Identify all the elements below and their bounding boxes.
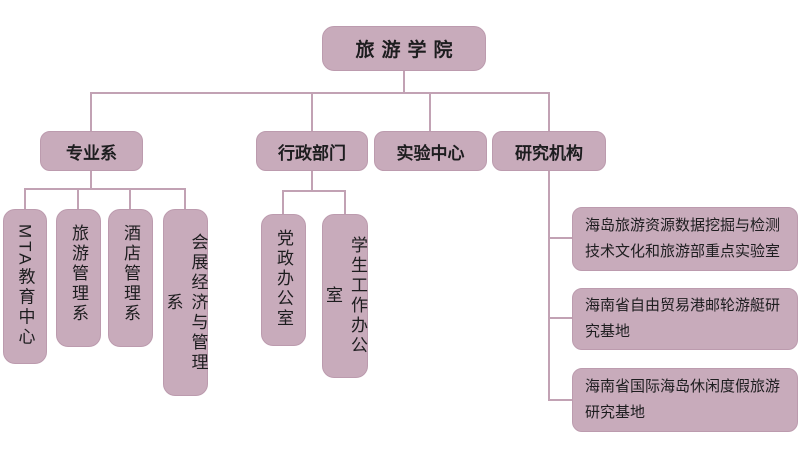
connector-line <box>282 190 346 192</box>
connector-line <box>429 92 431 131</box>
connector-line <box>129 188 131 209</box>
department-node-label: 酒店管理系 <box>121 224 140 324</box>
branch-node-label: 研究机构 <box>515 143 583 163</box>
branch-node-label: 实验中心 <box>396 143 465 163</box>
root-node-label: 旅游学院 <box>355 40 460 61</box>
research-node-label: 海南省自由贸易港邮轮游艇研 究基地 <box>585 297 781 340</box>
research-node-label: 海岛旅游资源数据挖掘与检测 技术文化和旅游部重点实验室 <box>585 217 781 260</box>
connector-line <box>548 317 572 319</box>
department-node-mta-education-center: MTA教育中心 <box>3 209 47 364</box>
connector-line <box>548 399 572 401</box>
office-node-label: 党政办公室 <box>274 229 293 329</box>
connector-line <box>90 92 92 131</box>
connector-line <box>90 92 550 94</box>
branch-node-research-institutions: 研究机构 <box>492 131 606 171</box>
branch-node-label: 行政部门 <box>278 143 346 163</box>
connector-line <box>90 171 92 190</box>
connector-line <box>344 190 346 214</box>
department-node-label: MTA教育中心 <box>15 224 35 348</box>
department-node-hotel-management: 酒店管理系 <box>108 209 153 347</box>
department-node-label: 旅游管理系 <box>69 224 88 324</box>
branch-node-administrative-departments: 行政部门 <box>256 131 368 171</box>
connector-line <box>548 237 572 239</box>
department-node-tourism-management: 旅游管理系 <box>56 209 101 347</box>
office-node-party-admin-office: 党政办公室 <box>261 214 306 346</box>
connector-line <box>403 71 405 92</box>
connector-line <box>311 92 313 131</box>
connector-line <box>548 92 550 131</box>
connector-line <box>77 188 79 209</box>
branch-node-label: 专业系 <box>66 143 117 163</box>
department-node-mice-economy-management: 会展经济与管理系 <box>163 209 208 396</box>
connector-line <box>282 190 284 214</box>
connector-line <box>24 188 186 190</box>
branch-node-professional-departments: 专业系 <box>40 131 143 171</box>
connector-line <box>184 188 186 209</box>
department-node-label: 会展经济与管理系 <box>163 232 208 373</box>
root-node-college: 旅游学院 <box>322 26 486 71</box>
connector-line <box>548 171 550 401</box>
branch-node-experiment-center: 实验中心 <box>374 131 487 171</box>
connector-line <box>311 171 313 192</box>
office-node-label: 学生工作办公室 <box>323 236 367 356</box>
office-node-student-affairs-office: 学生工作办公室 <box>322 214 368 378</box>
research-node-key-laboratory: 海岛旅游资源数据挖掘与检测 技术文化和旅游部重点实验室 <box>572 207 798 271</box>
connector-line <box>24 188 26 209</box>
research-node-cruise-yacht-base: 海南省自由贸易港邮轮游艇研 究基地 <box>572 288 798 350</box>
research-node-island-leisure-tourism-base: 海南省国际海岛休闲度假旅游 研究基地 <box>572 368 798 432</box>
research-node-label: 海南省国际海岛休闲度假旅游 研究基地 <box>585 378 781 421</box>
